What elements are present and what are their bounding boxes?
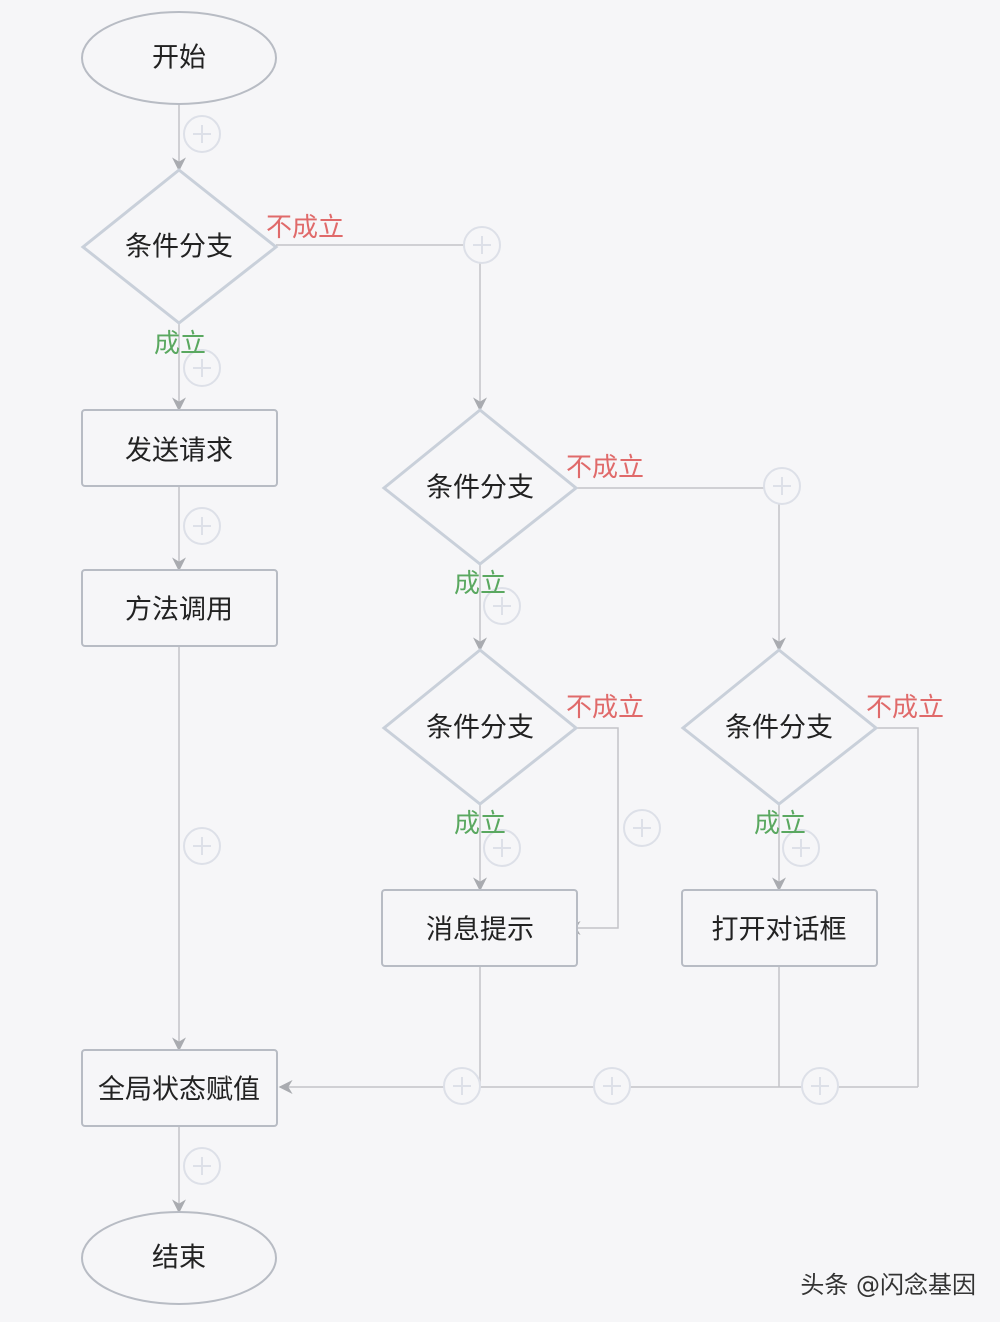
add-icon[interactable] bbox=[463, 226, 501, 264]
watermark: 头条 @闪念基因 bbox=[800, 1271, 976, 1299]
condition-node-1[interactable]: 条件分支 bbox=[80, 168, 279, 325]
add-icon[interactable] bbox=[483, 587, 521, 625]
method-call-node[interactable]: 方法调用 bbox=[81, 569, 278, 647]
start-label: 开始 bbox=[152, 43, 206, 74]
send-request-node[interactable]: 发送请求 bbox=[81, 409, 278, 487]
condition-label: 条件分支 bbox=[426, 473, 534, 504]
add-icon[interactable] bbox=[782, 829, 820, 867]
edge-cond3-no bbox=[566, 727, 619, 935]
branch-label-yes: 成立 bbox=[454, 809, 506, 839]
condition-label: 条件分支 bbox=[426, 713, 534, 744]
edge-cond4-no bbox=[876, 727, 919, 1087]
branch-label-no: 不成立 bbox=[566, 453, 644, 483]
condition-label: 条件分支 bbox=[725, 713, 833, 744]
edge-cond1-no bbox=[276, 244, 487, 412]
message-tip-node[interactable]: 消息提示 bbox=[381, 889, 578, 967]
open-dialog-label: 打开对话框 bbox=[712, 915, 847, 946]
condition-node-4[interactable]: 条件分支 bbox=[680, 648, 879, 806]
add-icon[interactable] bbox=[483, 829, 521, 867]
condition-node-2[interactable]: 条件分支 bbox=[381, 408, 579, 566]
send-request-label: 发送请求 bbox=[125, 436, 233, 467]
connectors bbox=[172, 105, 919, 1214]
condition-label: 条件分支 bbox=[125, 232, 233, 263]
add-icon[interactable] bbox=[183, 115, 221, 153]
add-icon[interactable] bbox=[183, 1147, 221, 1185]
add-icons bbox=[183, 115, 839, 1185]
global-assign-node[interactable]: 全局状态赋值 bbox=[81, 1049, 278, 1127]
add-icon[interactable] bbox=[443, 1067, 481, 1105]
end-node[interactable]: 结束 bbox=[81, 1211, 277, 1305]
start-node[interactable]: 开始 bbox=[81, 11, 277, 105]
edge-cond2-no bbox=[576, 487, 786, 652]
method-call-label: 方法调用 bbox=[125, 595, 233, 626]
branch-label-yes: 成立 bbox=[154, 329, 206, 359]
add-icon[interactable] bbox=[183, 827, 221, 865]
add-icon[interactable] bbox=[623, 809, 661, 847]
add-icon[interactable] bbox=[763, 467, 801, 505]
add-icon[interactable] bbox=[593, 1067, 631, 1105]
branch-label-yes: 成立 bbox=[454, 569, 506, 599]
branch-label-no: 不成立 bbox=[566, 693, 644, 723]
branch-label-no: 不成立 bbox=[866, 693, 944, 723]
branch-label-yes: 成立 bbox=[754, 809, 806, 839]
branch-label-no: 不成立 bbox=[266, 213, 344, 243]
add-icon[interactable] bbox=[183, 507, 221, 545]
global-assign-label: 全局状态赋值 bbox=[98, 1075, 260, 1106]
end-label: 结束 bbox=[152, 1243, 206, 1274]
add-icon[interactable] bbox=[183, 349, 221, 387]
open-dialog-node[interactable]: 打开对话框 bbox=[681, 889, 878, 967]
message-tip-label: 消息提示 bbox=[426, 915, 534, 946]
add-icon[interactable] bbox=[801, 1067, 839, 1105]
condition-node-3[interactable]: 条件分支 bbox=[381, 648, 579, 806]
